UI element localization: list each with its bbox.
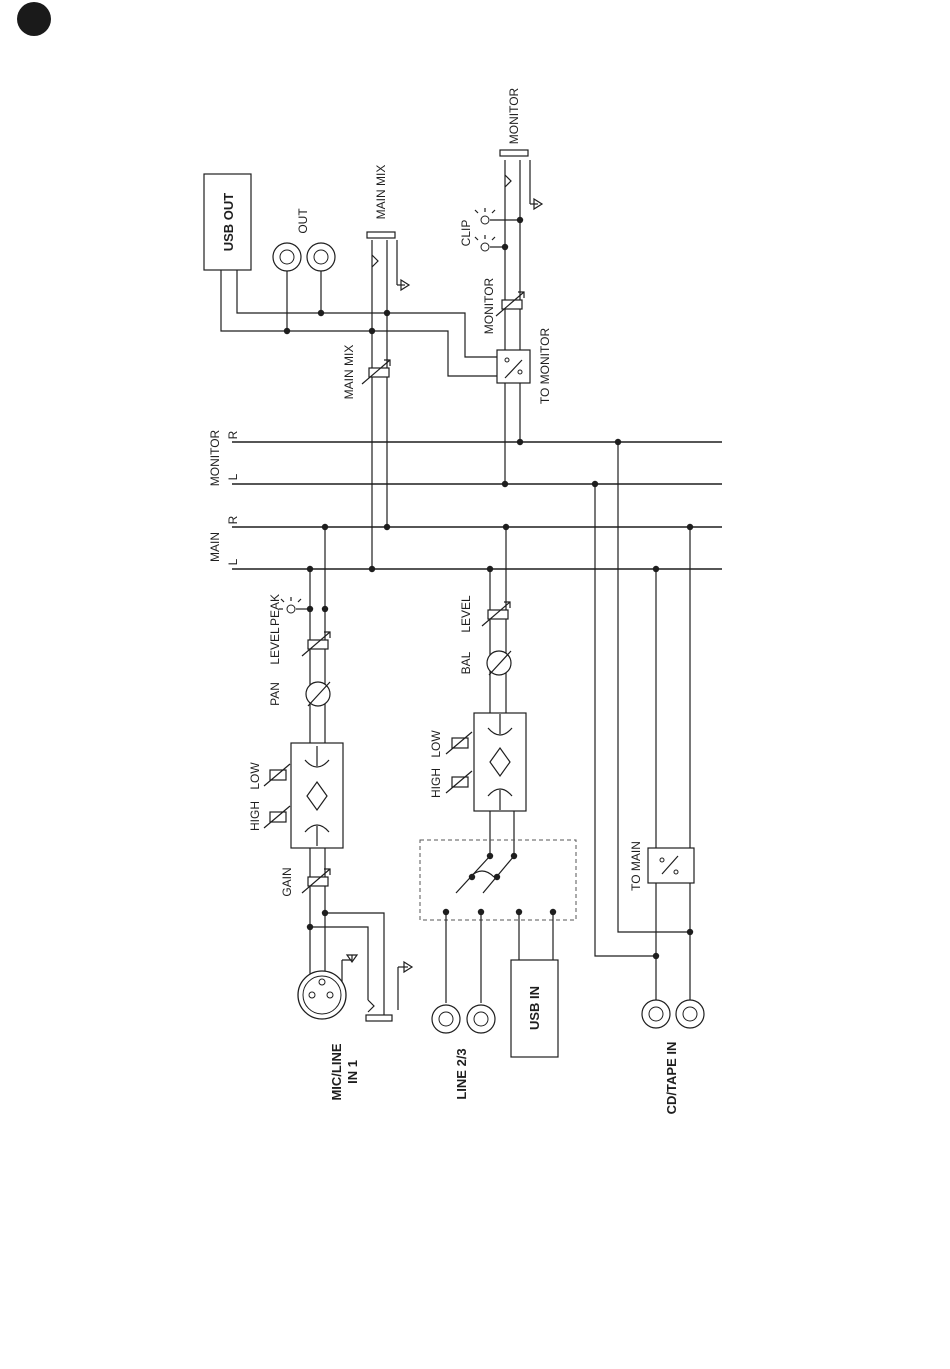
label-cd-tape: CD/TAPE IN [664, 1042, 679, 1115]
label-high-1: HIGH [248, 801, 262, 831]
channel-2-3 [420, 524, 576, 1057]
gain-trim-1 [302, 869, 330, 893]
label-mic-line-2: IN 1 [345, 1060, 360, 1084]
label-gain: GAIN [280, 867, 294, 896]
output-section [204, 150, 542, 572]
channel-1 [264, 524, 412, 1021]
label-high-2: HIGH [429, 768, 443, 798]
label-level-1: LEVEL [268, 627, 282, 665]
label-usb-out: USB OUT [221, 193, 236, 252]
out-jack-l-icon [273, 243, 301, 271]
label-bus-monitor: MONITOR [208, 429, 222, 486]
page-marker-dot [17, 2, 51, 36]
line-3-jack-icon [467, 1005, 495, 1033]
to-main-switch [648, 848, 694, 883]
xlr-jack-icon [298, 971, 346, 1019]
label-line-23: LINE 2/3 [454, 1048, 469, 1099]
cd-tape-jack-l-icon [642, 1000, 670, 1028]
cd-tape-jack-r-icon [676, 1000, 704, 1028]
peak-led-icon [279, 597, 301, 613]
line-2-jack-icon [432, 1005, 460, 1033]
label-main-mix-top: MAIN MIX [374, 165, 388, 220]
label-low-2: LOW [429, 730, 443, 758]
label-to-monitor: TO MONITOR [538, 328, 552, 405]
out-jack-r-icon [307, 243, 335, 271]
clip-led-l-icon [475, 235, 495, 251]
main-mix-fader [362, 360, 390, 384]
labels: USB OUT OUT MAIN MIX MONITOR CLIP MONITO… [208, 87, 679, 1114]
label-mic-line-1: MIC/LINE [329, 1043, 344, 1100]
eq-box-2 [446, 713, 526, 811]
label-bal: BAL [459, 651, 473, 674]
label-out: OUT [296, 208, 310, 234]
label-main-mix-pot: MAIN MIX [342, 345, 356, 400]
label-bus-main: MAIN [208, 532, 222, 562]
eq-box-1 [264, 743, 343, 848]
label-monitor-pot: MONITOR [482, 277, 496, 334]
label-level-2: LEVEL [459, 595, 473, 633]
label-l1: L [226, 473, 240, 480]
label-monitor-top: MONITOR [507, 87, 521, 144]
label-l2: L [226, 558, 240, 565]
pan-pot-icon [306, 682, 330, 706]
label-clip: CLIP [459, 220, 473, 247]
level-fader-1 [302, 632, 330, 656]
balance-pot-icon [487, 651, 511, 675]
label-low-1: LOW [248, 762, 262, 790]
label-to-main: TO MAIN [629, 841, 643, 891]
label-pan: PAN [268, 682, 282, 706]
label-r2: R [226, 515, 240, 524]
buses [232, 442, 722, 569]
label-r1: R [226, 430, 240, 439]
clip-led-r-icon [475, 208, 495, 224]
label-usb-in: USB IN [527, 986, 542, 1030]
label-peak: PEAK [268, 594, 282, 626]
to-monitor-switch [497, 350, 530, 383]
